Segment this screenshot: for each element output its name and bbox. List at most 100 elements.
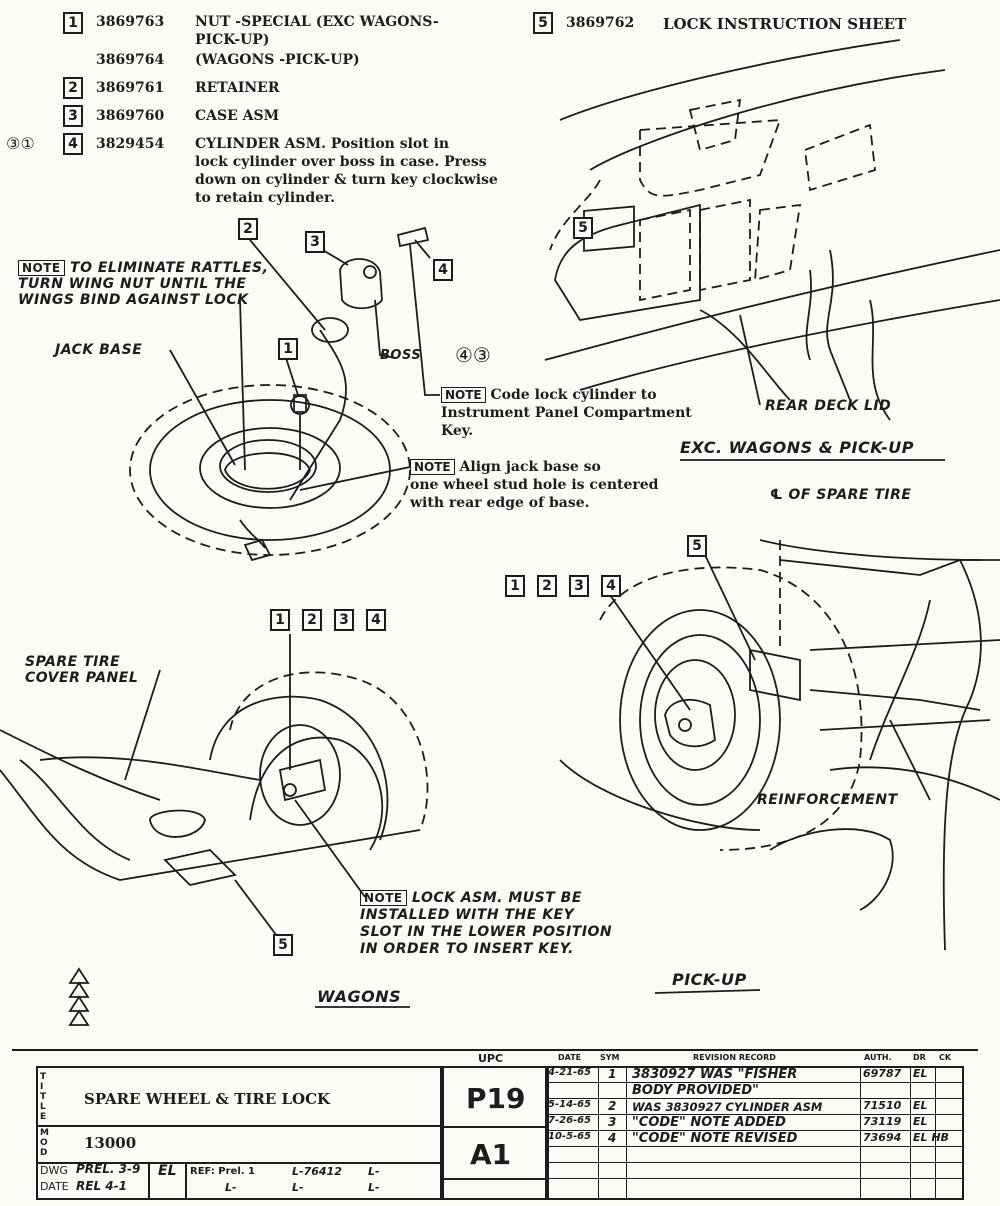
part-description: NUT -SPECIAL (EXC WAGONS- bbox=[195, 14, 439, 30]
label-line: COVER PANEL bbox=[25, 670, 139, 686]
revision-text: "CODE" NOTE ADDED bbox=[632, 1115, 786, 1130]
note-line: SLOT IN THE LOWER POSITION bbox=[360, 924, 613, 940]
callout-box-4: 4 bbox=[366, 609, 386, 631]
note-line: Code lock cylinder to bbox=[490, 387, 657, 403]
reinforcement-label: REINFORCEMENT bbox=[757, 792, 898, 808]
callout-box-1: 1 bbox=[505, 575, 525, 597]
revision-sym: 3 bbox=[608, 1115, 617, 1129]
part-ref-box: 4 bbox=[63, 133, 83, 155]
revision-sym: 1 bbox=[608, 1067, 617, 1081]
note-line: TO ELIMINATE RATTLES, bbox=[70, 260, 269, 276]
revision-symbols: ③① bbox=[6, 134, 35, 153]
part-ref-box: 3 bbox=[63, 105, 83, 127]
revision-dr: EL bbox=[913, 1099, 928, 1112]
note-lock: NOTE LOCK ASM. MUST BE INSTALLED WITH TH… bbox=[360, 890, 612, 958]
sheet-value: A1 bbox=[470, 1138, 512, 1171]
note-line: Instrument Panel Compartment bbox=[441, 405, 692, 421]
revision-dr: EL HB bbox=[913, 1131, 949, 1144]
revision-text: 3830927 WAS "FISHER bbox=[632, 1067, 798, 1082]
auth-header: AUTH. bbox=[864, 1053, 892, 1062]
rel-date: REL 4-1 bbox=[76, 1179, 127, 1193]
revision-sym: 2 bbox=[608, 1099, 617, 1113]
revision-auth: 69787 bbox=[863, 1067, 902, 1080]
mod-label: MOD bbox=[40, 1128, 49, 1158]
revision-date: 5-14-65 bbox=[548, 1099, 592, 1110]
part-description: down on cylinder & turn key clockwise bbox=[195, 172, 498, 188]
note-tag: NOTE bbox=[360, 890, 407, 906]
part-ref-box: 1 bbox=[63, 12, 83, 34]
callout-box-1: 1 bbox=[270, 609, 290, 631]
part-description: lock cylinder over boss in case. Press bbox=[195, 154, 487, 170]
note-tag: NOTE bbox=[410, 459, 455, 475]
dwg-label: DWG bbox=[40, 1164, 68, 1177]
l-mark: L- bbox=[292, 1181, 304, 1194]
callout-box-3: 3 bbox=[569, 575, 589, 597]
revision-dr: EL bbox=[913, 1067, 928, 1080]
callout-box-3: 3 bbox=[334, 609, 354, 631]
part-ref-box: 5 bbox=[533, 12, 553, 34]
callout-box-2: 2 bbox=[238, 218, 258, 240]
callout-box-5: 5 bbox=[273, 934, 293, 956]
revision-auth: 73694 bbox=[863, 1131, 902, 1144]
revision-header: REVISION RECORD bbox=[693, 1053, 776, 1062]
revision-date: 4-21-65 bbox=[548, 1067, 592, 1078]
revision-auth: 71510 bbox=[863, 1099, 902, 1112]
callout-box-2: 2 bbox=[302, 609, 322, 631]
note-tag: NOTE bbox=[441, 387, 486, 403]
drawing-title: SPARE WHEEL & TIRE LOCK bbox=[84, 1090, 331, 1108]
note-line: with rear edge of base. bbox=[410, 495, 590, 511]
label-line: SPARE TIRE bbox=[25, 654, 121, 670]
revision-text: "CODE" NOTE REVISED bbox=[632, 1131, 798, 1146]
revision-auth: 73119 bbox=[863, 1115, 902, 1128]
callout-box-1: 1 bbox=[278, 338, 298, 360]
part-number: 3869761 bbox=[96, 80, 165, 96]
callout-box-3: 3 bbox=[305, 231, 325, 253]
dr-header: DR bbox=[913, 1053, 926, 1062]
part-ref-box: 2 bbox=[63, 77, 83, 99]
note-line: WINGS BIND AGAINST LOCK bbox=[18, 292, 249, 308]
spare-tire-drawing bbox=[129, 226, 430, 562]
exc-wagons-heading: EXC. WAGONS & PICK-UP bbox=[680, 438, 914, 457]
note-rattles: NOTE TO ELIMINATE RATTLES, TURN WING NUT… bbox=[18, 260, 268, 308]
upc-value: P19 bbox=[466, 1082, 526, 1115]
upc-header: UPC bbox=[478, 1052, 504, 1065]
part-number: 3869763 bbox=[96, 14, 165, 30]
part-number: 3869764 bbox=[96, 52, 165, 68]
part-description: CYLINDER ASM. Position slot in bbox=[195, 136, 450, 152]
part-description: to retain cylinder. bbox=[195, 190, 336, 206]
spare-tire-cover-label: SPARE TIRE COVER PANEL bbox=[25, 654, 138, 686]
note-line: Align jack base so bbox=[459, 459, 601, 475]
part-number: 3869762 bbox=[566, 15, 635, 31]
revision-sym: 4 bbox=[608, 1131, 617, 1145]
title-label: TITLE bbox=[40, 1072, 47, 1122]
callout-box-2: 2 bbox=[537, 575, 557, 597]
l-mark: L- bbox=[225, 1181, 237, 1194]
pickup-spare-drawing bbox=[559, 539, 1000, 951]
part-description: CASE ASM bbox=[195, 108, 280, 124]
callout-box-4: 4 bbox=[601, 575, 621, 597]
part-description: LOCK INSTRUCTION SHEET bbox=[663, 15, 907, 33]
note-line: LOCK ASM. MUST BE bbox=[412, 890, 582, 906]
callout-box-5: 5 bbox=[573, 217, 593, 239]
part-description: RETAINER bbox=[195, 80, 280, 96]
ck-header: CK bbox=[939, 1053, 952, 1062]
revision-text: WAS 3830927 CYLINDER ASM bbox=[632, 1100, 823, 1114]
ref-number: L-76412 bbox=[292, 1165, 342, 1178]
date-label: DATE bbox=[40, 1180, 69, 1193]
jack-base-label: JACK BASE bbox=[55, 342, 143, 358]
revision-date: 7-26-65 bbox=[548, 1115, 592, 1126]
mod-number: 13000 bbox=[84, 1134, 137, 1152]
note-line: TURN WING NUT UNTIL THE bbox=[18, 276, 247, 292]
draftsman-initials: EL bbox=[158, 1163, 177, 1179]
prel-date: PREL. 3-9 bbox=[76, 1162, 141, 1176]
pickup-heading: PICK-UP bbox=[672, 970, 747, 989]
note-jack: NOTE Align jack base so one wheel stud h… bbox=[410, 458, 658, 512]
date-header: DATE bbox=[558, 1053, 582, 1062]
rear-deck-lid-label: REAR DECK LID bbox=[765, 398, 892, 414]
callout-box-4: 4 bbox=[433, 259, 453, 281]
centerline-text: OF SPARE TIRE bbox=[788, 487, 912, 503]
revision-triangles bbox=[68, 967, 90, 1026]
leader-lines bbox=[124, 239, 931, 941]
rear-deck-compartment-drawing bbox=[544, 39, 1000, 421]
